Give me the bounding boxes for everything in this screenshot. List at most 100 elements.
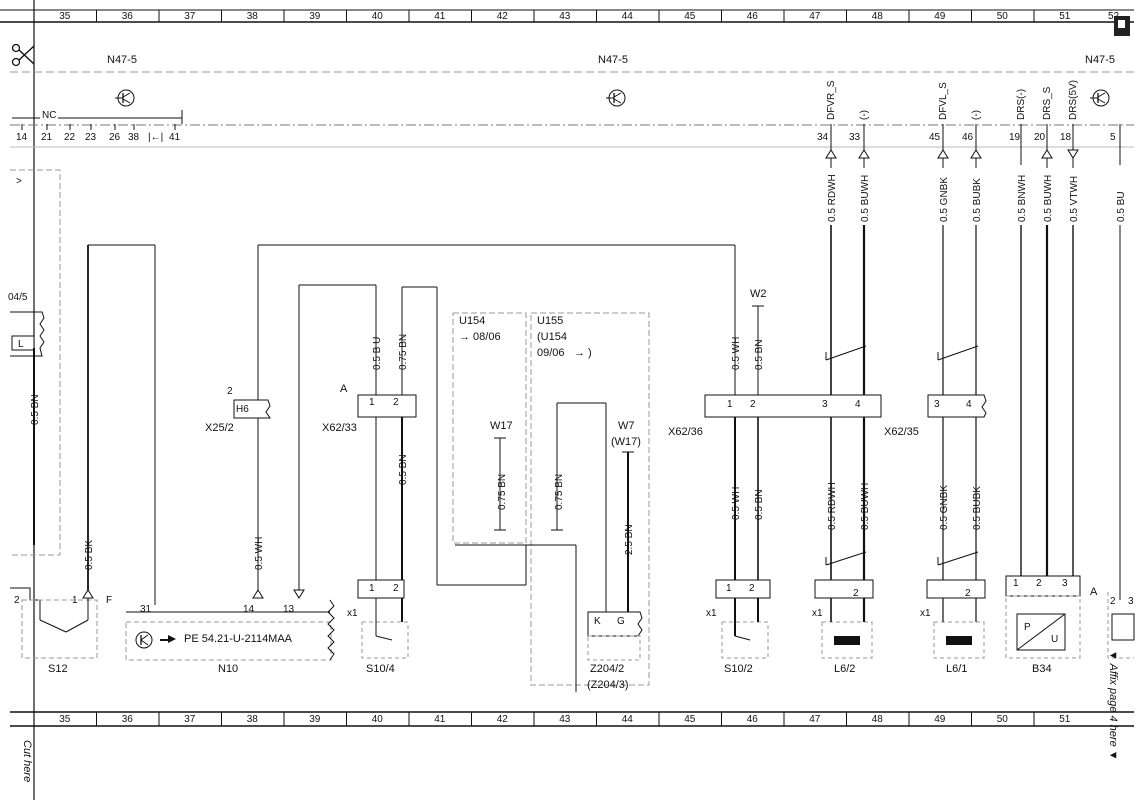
ruler-number: 50: [997, 11, 1009, 22]
n47-5-module: N47-5 N47-5 N47-5 NC: [10, 54, 1134, 148]
svg-text:→ ): → ): [574, 347, 592, 359]
ruler-number: 38: [247, 714, 259, 725]
ruler-number: 51: [1059, 11, 1071, 22]
ruler-number: 36: [122, 11, 134, 22]
s10-4-label: S10/4: [366, 663, 395, 675]
ruler-number: 36: [122, 714, 134, 725]
svg-text:4: 4: [855, 399, 861, 410]
wire-label: 0.75 BN: [554, 474, 565, 510]
l6-2-coil: 2 x1 L6/2: [812, 579, 874, 675]
ruler-number: 47: [809, 714, 821, 725]
svg-text:1: 1: [726, 583, 732, 594]
wire-label: 0.75 BN: [398, 334, 409, 370]
ruler-number: 48: [872, 714, 884, 725]
s10-2-switch: 1 2 x1 S10/2: [706, 579, 771, 675]
svg-text:1: 1: [369, 583, 375, 594]
connector-pin: 46: [962, 124, 977, 143]
transistor-icon: [135, 631, 153, 649]
affix-page-text: ▼ Affix page 4 here ▼: [1107, 650, 1119, 761]
svg-text:U: U: [1051, 634, 1058, 645]
svg-text:W17: W17: [490, 420, 513, 432]
wire-label: 0.5 BK: [84, 540, 95, 570]
svg-text:2: 2: [393, 397, 399, 408]
svg-text:2: 2: [14, 595, 20, 606]
ruler-number: 47: [809, 11, 821, 22]
svg-text:45: 45: [929, 132, 941, 143]
l6-1-coil: 2 x1 L6/1: [920, 579, 986, 675]
page-corner-icon: [1114, 16, 1130, 36]
ruler-number: 41: [434, 11, 446, 22]
svg-text:33: 33: [849, 132, 861, 143]
wire-label: 0.5 GNBK: [939, 177, 950, 222]
svg-text:22: 22: [64, 132, 76, 143]
signal-label: DRS(5V): [1068, 80, 1079, 120]
wire-label: 0.5 BUWH: [1043, 175, 1054, 222]
n10-text: PE 54.21-U-2114MAA: [184, 633, 293, 645]
svg-text:31: 31: [140, 604, 152, 615]
svg-text:2: 2: [227, 386, 233, 397]
u154-u155-region: U154 → 08/06 U155 (U154 09/06 → ) W17 0.…: [452, 312, 650, 692]
scissors-icon: [11, 43, 35, 67]
signal-label: (-): [971, 110, 982, 120]
svg-text:1: 1: [1013, 578, 1019, 589]
left-edge-components: > 04/5 L 0.5 BN: [8, 169, 61, 556]
svg-text:23: 23: [85, 132, 97, 143]
svg-text:46: 46: [962, 132, 974, 143]
ruler-number: 46: [747, 11, 759, 22]
svg-text:13: 13: [283, 604, 295, 615]
transistor-icon: [1090, 89, 1110, 107]
module-label-left: N47-5: [107, 54, 137, 66]
right-edge-component: 2 3: [1107, 592, 1135, 659]
b34-label: B34: [1032, 663, 1052, 675]
ruler-number: 41: [434, 714, 446, 725]
wire-label: 0.5 BU: [1116, 191, 1127, 222]
b34-sensor: 1 2 3 A P U B34: [1005, 575, 1098, 675]
svg-text:H6: H6: [236, 404, 249, 415]
svg-text:>: >: [16, 176, 22, 187]
ruler-number: 39: [309, 11, 321, 22]
wire-label: 0.5 RDWH: [827, 174, 838, 222]
svg-text:A: A: [340, 383, 348, 395]
svg-text:14: 14: [243, 604, 255, 615]
signal-label: (-): [859, 110, 870, 120]
nc-label: NC: [42, 110, 56, 121]
svg-text:3: 3: [822, 399, 828, 410]
wire-label: 0.5 BUWH: [860, 175, 871, 222]
ruler-number: 51: [1059, 714, 1071, 725]
module-label-right: N47-5: [1085, 54, 1115, 66]
ruler-number: 45: [684, 714, 696, 725]
signal-label: DRS_S: [1042, 86, 1053, 120]
svg-text:2: 2: [750, 399, 756, 410]
wire-label: 0.5 WH: [731, 337, 742, 370]
x25-2-label: X25/2: [205, 422, 234, 434]
svg-text:(U154: (U154: [537, 331, 567, 343]
ruler-number: 48: [872, 11, 884, 22]
ruler-number: 44: [622, 714, 634, 725]
connector-pin: 19: [1009, 124, 1022, 143]
svg-text:2: 2: [1036, 578, 1042, 589]
svg-text:4: 4: [966, 399, 972, 410]
s10-4-switch: 1 2 x1 S10/4: [347, 579, 409, 675]
svg-text:3: 3: [1062, 578, 1068, 589]
wire-label: 0.5 B U: [372, 337, 383, 370]
connector-pin: 38: [128, 124, 140, 143]
svg-text:K: K: [594, 616, 601, 627]
svg-text:1: 1: [72, 595, 78, 606]
svg-text:x1: x1: [920, 608, 931, 619]
x25-2-connector: 2 H6 X25/2 0.5 WH: [205, 244, 735, 590]
svg-text:2: 2: [965, 588, 971, 599]
svg-text:U155: U155: [537, 315, 563, 327]
connector-pin: 26: [109, 124, 121, 143]
wire-label: 0.5 BUBK: [972, 178, 983, 222]
wires-upper-right: 0.5 RDWH 0.5 BUWH 0.5 GNBK 0.5 BUBK 0.5 …: [825, 130, 1127, 600]
svg-text:W2: W2: [750, 288, 767, 300]
connector-pin: 21: [41, 124, 53, 143]
svg-text:|←|: |←|: [148, 132, 163, 143]
wire-label: 0.5 WH: [254, 537, 265, 570]
transistor-icon: [115, 89, 135, 107]
ruler-number: 38: [247, 11, 259, 22]
transistor-icon: [606, 89, 626, 107]
wire-label: 0.5 RDWH: [827, 482, 838, 530]
ruler-number: 49: [934, 714, 946, 725]
